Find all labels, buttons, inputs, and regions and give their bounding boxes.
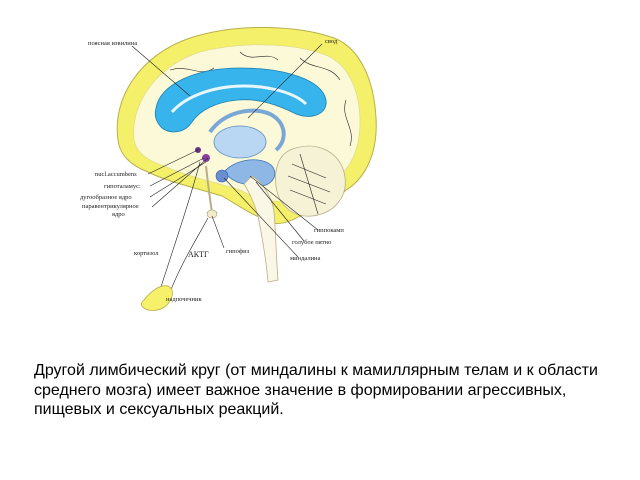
pointer-locus xyxy=(255,181,305,242)
pointer-accumbens xyxy=(147,149,199,175)
brain-stem xyxy=(243,175,279,283)
cerebellum xyxy=(275,145,346,217)
pointer-amygdala xyxy=(223,177,299,258)
pointer-hippocampus xyxy=(249,175,319,231)
pointer-lines xyxy=(131,43,323,258)
hippocampus xyxy=(223,159,276,187)
caption-text: Другой лимбический круг (от миндалины к … xyxy=(34,362,598,418)
hormone-pathway xyxy=(140,161,209,311)
label-arcuate-nucleus: дугообразное ядро xyxy=(80,194,132,201)
gyrus-lines xyxy=(169,51,352,147)
cortisol-line xyxy=(159,161,201,291)
label-amygdala: миндалина xyxy=(290,255,321,262)
adrenal-gland xyxy=(140,285,173,311)
label-nucl-accumbens: nucl.accumbens xyxy=(95,171,137,178)
pituitary-gland xyxy=(206,209,218,219)
corpus-callosum xyxy=(170,84,308,114)
cerebellum-folia xyxy=(287,153,331,215)
pointer-hypothalamus xyxy=(149,157,205,187)
pointer-cingulate xyxy=(131,45,191,97)
label-fornix: свод xyxy=(325,38,338,45)
label-cortisol: кортизол xyxy=(134,250,159,257)
label-locus-coeruleus: голубое пятно xyxy=(292,239,331,246)
pointer-pituitary xyxy=(211,215,225,249)
label-paraventricular-1: паравентрикулярное xyxy=(82,203,139,210)
pituitary-stalk xyxy=(205,165,213,213)
thalamus xyxy=(213,125,267,159)
label-adrenal: надпочечник xyxy=(166,296,202,303)
label-cingulate-gyrus: поясная извилина xyxy=(88,40,137,47)
label-acth: АКТГ xyxy=(188,250,209,259)
label-hypothalamus: гипоталамус: xyxy=(104,183,141,190)
pointer-paraventricular xyxy=(151,157,209,208)
brain-illustration xyxy=(116,26,377,283)
label-hippocampus: гиппокамп xyxy=(314,227,344,234)
lateral-ventricle xyxy=(154,67,327,133)
acth-line xyxy=(169,217,209,293)
label-paraventricular-2: ядро xyxy=(112,211,125,218)
limbic-system-diagram: поясная извилина свод nucl.accumbens гип… xyxy=(80,26,377,311)
fornix xyxy=(208,108,286,152)
diagram-labels: поясная извилина свод nucl.accumbens гип… xyxy=(80,38,344,303)
pointer-fornix xyxy=(247,43,323,119)
label-pituitary: гипофиз xyxy=(226,248,250,255)
hypothalamus-nucleus xyxy=(202,154,210,162)
